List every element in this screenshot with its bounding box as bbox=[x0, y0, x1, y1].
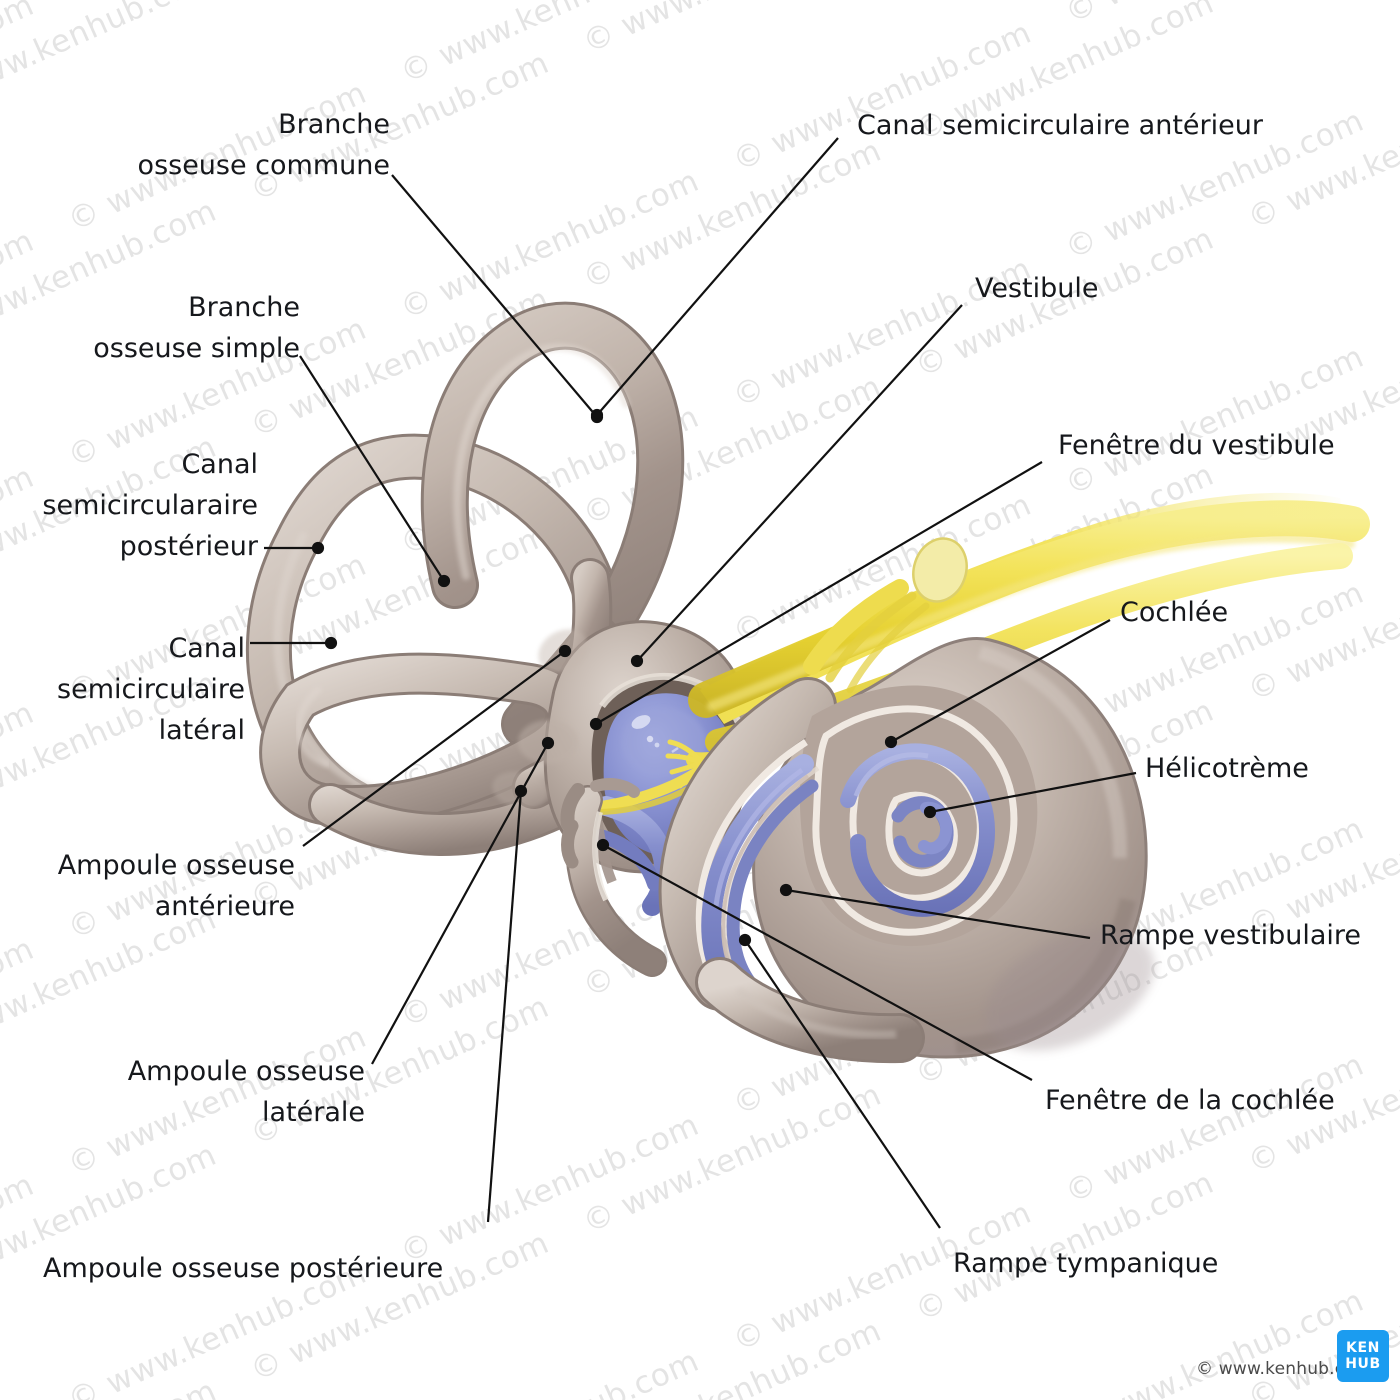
kenhub-logo[interactable]: KEN HUB bbox=[1337, 1330, 1389, 1382]
leader-canal-anterieur bbox=[596, 137, 839, 416]
leader-rampe-tympanique bbox=[744, 939, 941, 1229]
label-canal-semicircularaire-posterieur: Canal semicircularaire postérieur bbox=[42, 449, 258, 562]
leader-ampoule-posterieure bbox=[486, 790, 523, 1223]
label-canal-semicirculaire-anterieur: Canal semicirculaire antérieur bbox=[857, 110, 1263, 141]
label-rampe-vestibulaire: Rampe vestibulaire bbox=[1100, 920, 1362, 951]
leader-rampe-vestibulaire bbox=[785, 888, 1091, 940]
copyright-credit: © www.kenhub.com bbox=[1196, 1359, 1372, 1379]
label-branche-osseuse-simple: Branche osseuse simple bbox=[93, 292, 300, 364]
label-fenetre-du-vestibule: Fenêtre du vestibule bbox=[1058, 430, 1335, 461]
leader-helicotreme bbox=[929, 771, 1137, 814]
leader-vestibule bbox=[636, 304, 963, 662]
cochlea-cut-face bbox=[799, 685, 1038, 947]
label-ampoule-osseuse-posterieure: Ampoule osseuse postérieure bbox=[43, 1253, 444, 1284]
label-fenetre-de-la-cochlee: Fenêtre de la cochlée bbox=[1045, 1085, 1335, 1116]
label-ampoule-osseuse-laterale: Ampoule osseuse latérale bbox=[127, 1056, 365, 1128]
cochlea bbox=[560, 637, 1155, 1064]
leader-branche-osseuse-commune bbox=[391, 174, 598, 418]
leader-fenetre-vestibule bbox=[595, 461, 1043, 725]
logo-line-1: KEN bbox=[1346, 1340, 1380, 1356]
leader-fenetre-cochlee bbox=[602, 844, 1033, 1081]
cochlear-window-region bbox=[560, 778, 667, 977]
leader-branche-osseuse-simple bbox=[299, 355, 445, 582]
label-rampe-tympanique: Rampe tympanique bbox=[953, 1248, 1219, 1279]
label-helicotreme: Hélicotrème bbox=[1145, 753, 1309, 784]
label-cochlee: Cochlée bbox=[1120, 597, 1229, 628]
leader-ampoule-anterieure bbox=[302, 650, 566, 847]
label-vestibule: Vestibule bbox=[975, 273, 1099, 304]
label-ampoule-osseuse-anterieure: Ampoule osseuse antérieure bbox=[57, 850, 295, 922]
logo-line-2: HUB bbox=[1345, 1356, 1381, 1372]
leader-cochlee bbox=[890, 619, 1111, 743]
label-canal-semicirculaire-lateral: Canal semicirculaire latéral bbox=[57, 633, 245, 746]
label-branche-osseuse-commune: Branche osseuse commune bbox=[137, 109, 390, 181]
